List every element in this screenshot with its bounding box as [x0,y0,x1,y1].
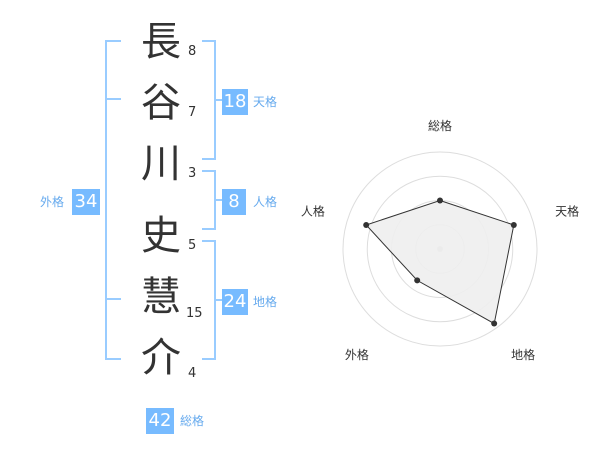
stroke-count-3: 3 [188,166,197,181]
gaikaku-bracket [105,40,121,360]
chikaku-value: 24 [222,289,248,315]
gaikaku-label: 外格 [40,195,65,209]
radar-ring [366,175,514,323]
gaikaku-value: 34 [72,189,100,215]
radar-axis-label-5: 人格 [301,204,325,219]
radar-point-3 [491,320,498,327]
stroke-count-6: 4 [188,366,197,381]
gaikaku-bracket-tick [105,98,121,100]
radar-point-1 [437,197,443,204]
stroke-count-4: 5 [188,238,197,253]
stroke-count-5: 15 [186,306,203,321]
chikaku-label: 地格 [253,295,278,309]
name-char-5: 慧 [141,274,181,320]
radar-axis-label-3: 地格 [511,347,535,362]
stroke-count-1: 8 [188,44,197,59]
radar-point-4 [414,277,421,284]
radar-ring [342,151,538,347]
stroke-count-2: 7 [188,105,197,120]
name-char-6: 介 [141,335,181,381]
radar-point-5 [363,222,370,229]
name-char-1: 長 [141,19,181,65]
soukaku-value: 42 [146,408,174,434]
tenkaku-value: 18 [222,89,248,115]
radar-axis-label-1: 総格 [428,118,452,133]
gaikaku-bracket-tick [105,298,121,300]
jinkaku-value: 8 [222,189,246,215]
name-char-4: 史 [141,213,181,259]
jinkaku-label: 人格 [253,195,278,209]
name-char-3: 川 [141,141,181,187]
radar-polygon [365,199,515,325]
tenkaku-bracket-tick [214,99,222,101]
jinkaku-bracket-tick [214,199,222,201]
radar-area [365,199,515,325]
name-char-2: 谷 [141,80,181,126]
radar-axis-label-2: 天格 [555,204,579,219]
chikaku-bracket-tick [214,299,222,301]
tenkaku-label: 天格 [253,95,278,109]
radar-points [363,197,517,327]
radar-axis-label-4: 外格 [345,347,369,362]
radar-point-2 [510,222,517,229]
soukaku-label: 総格 [180,414,205,428]
